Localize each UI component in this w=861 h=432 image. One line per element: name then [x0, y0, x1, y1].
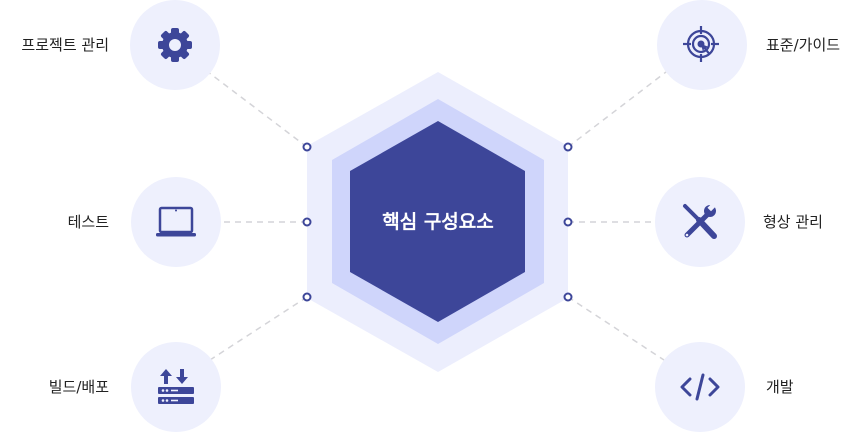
connector-dot: [563, 217, 573, 227]
connector-dot: [563, 292, 573, 302]
target-icon: [683, 26, 719, 62]
connector-dot: [302, 292, 312, 302]
connector-line: [567, 71, 667, 148]
node-label: 프로젝트 관리: [21, 36, 109, 54]
node-configuration-management: [655, 177, 745, 267]
node-label: 개발: [766, 378, 794, 396]
connector-dot: [302, 217, 312, 227]
connector-line: [207, 71, 308, 148]
server-transfer-icon: [158, 369, 194, 404]
node-label: 표준/가이드: [766, 36, 841, 54]
node-label: 테스트: [67, 213, 109, 231]
connector-dot: [563, 142, 573, 152]
code-icon: [680, 373, 720, 401]
connector-dot: [302, 142, 312, 152]
node-test: [131, 177, 221, 267]
laptop-icon: [156, 206, 196, 237]
node-project-management: [130, 0, 220, 90]
connector-line: [209, 296, 308, 361]
center-title: 핵심 구성요소: [382, 211, 494, 233]
node-development: [655, 342, 745, 432]
node-label: 빌드/배포: [48, 378, 109, 396]
connector-line: [567, 296, 665, 361]
node-label: 형상 관리: [763, 213, 823, 231]
hexagon-inner: [350, 121, 525, 322]
gear-icon: [158, 28, 192, 62]
node-standard-guide: [657, 0, 747, 90]
tools-icon: [683, 203, 717, 239]
node-build-deploy: [131, 342, 221, 432]
